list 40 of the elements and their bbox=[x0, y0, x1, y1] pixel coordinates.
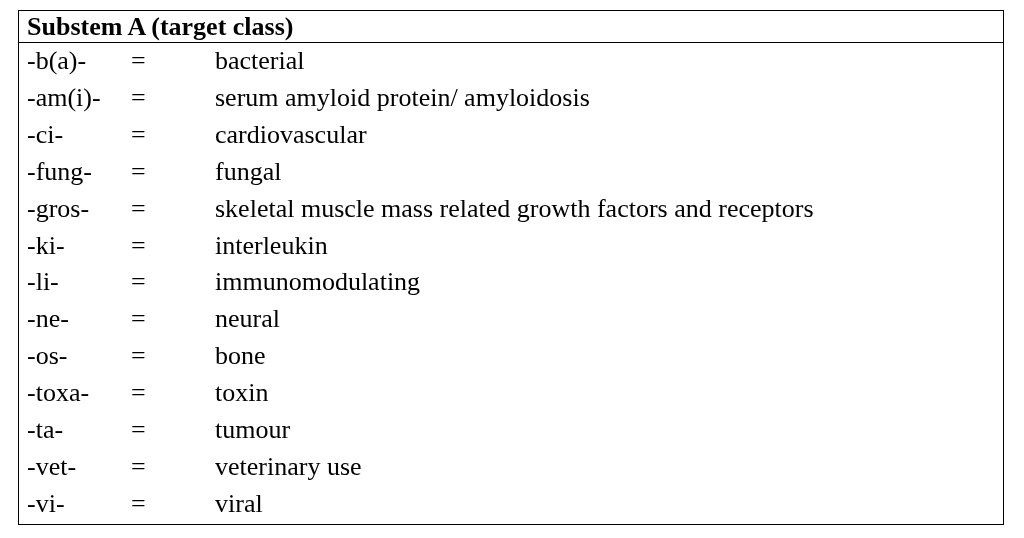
substem-cell: -vi- bbox=[27, 488, 65, 519]
header-cell: Substem A (target class) bbox=[27, 12, 294, 42]
meaning-cell: fungal bbox=[215, 156, 282, 187]
substem-cell: -ci- bbox=[27, 119, 64, 150]
substem-cell: -am(i)- bbox=[27, 82, 101, 113]
meaning-cell: veterinary use bbox=[215, 451, 362, 482]
substem-cell: -ta- bbox=[27, 415, 64, 445]
equals-cell: = bbox=[131, 46, 146, 76]
meaning-cell: interleukin bbox=[215, 230, 328, 261]
equals-cell: = bbox=[131, 451, 146, 482]
substem-cell: -os- bbox=[27, 341, 68, 372]
equals-cell: = bbox=[131, 156, 146, 187]
equals-cell: = bbox=[131, 415, 146, 445]
meaning-cell: cardiovascular bbox=[215, 119, 367, 150]
meaning-cell: immunomodulating bbox=[215, 267, 421, 298]
equals-cell: = bbox=[131, 82, 146, 113]
equals-cell: = bbox=[131, 193, 146, 224]
meaning-cell: tumour bbox=[215, 415, 291, 445]
equals-cell: = bbox=[131, 341, 146, 372]
meaning-cell: skeletal muscle mass related growth factors and receptors bbox=[215, 193, 814, 224]
substem-cell: -fung- bbox=[27, 156, 92, 187]
equals-cell: = bbox=[131, 304, 146, 335]
equals-cell: = bbox=[131, 378, 146, 409]
equals-cell: = bbox=[131, 119, 146, 150]
equals-cell: = bbox=[131, 267, 146, 298]
substem-cell: -li- bbox=[27, 267, 59, 298]
equals-cell: = bbox=[131, 230, 146, 261]
meaning-cell: toxin bbox=[215, 378, 269, 409]
substem-cell: -ki- bbox=[27, 230, 65, 261]
meaning-cell: viral bbox=[215, 488, 263, 519]
equals-cell: = bbox=[131, 488, 146, 519]
meaning-cell: bone bbox=[215, 341, 266, 372]
substem-cell: -ne- bbox=[27, 304, 69, 335]
substem-cell: -vet- bbox=[27, 451, 77, 482]
meaning-cell: bacterial bbox=[215, 46, 305, 76]
substem-cell: -gros- bbox=[27, 193, 90, 224]
meaning-cell: serum amyloid protein/ amyloidosis bbox=[215, 82, 590, 113]
meaning-cell: neural bbox=[215, 304, 280, 335]
substem-cell: -b(a)- bbox=[27, 46, 87, 76]
substem-cell: -toxa- bbox=[27, 378, 90, 409]
